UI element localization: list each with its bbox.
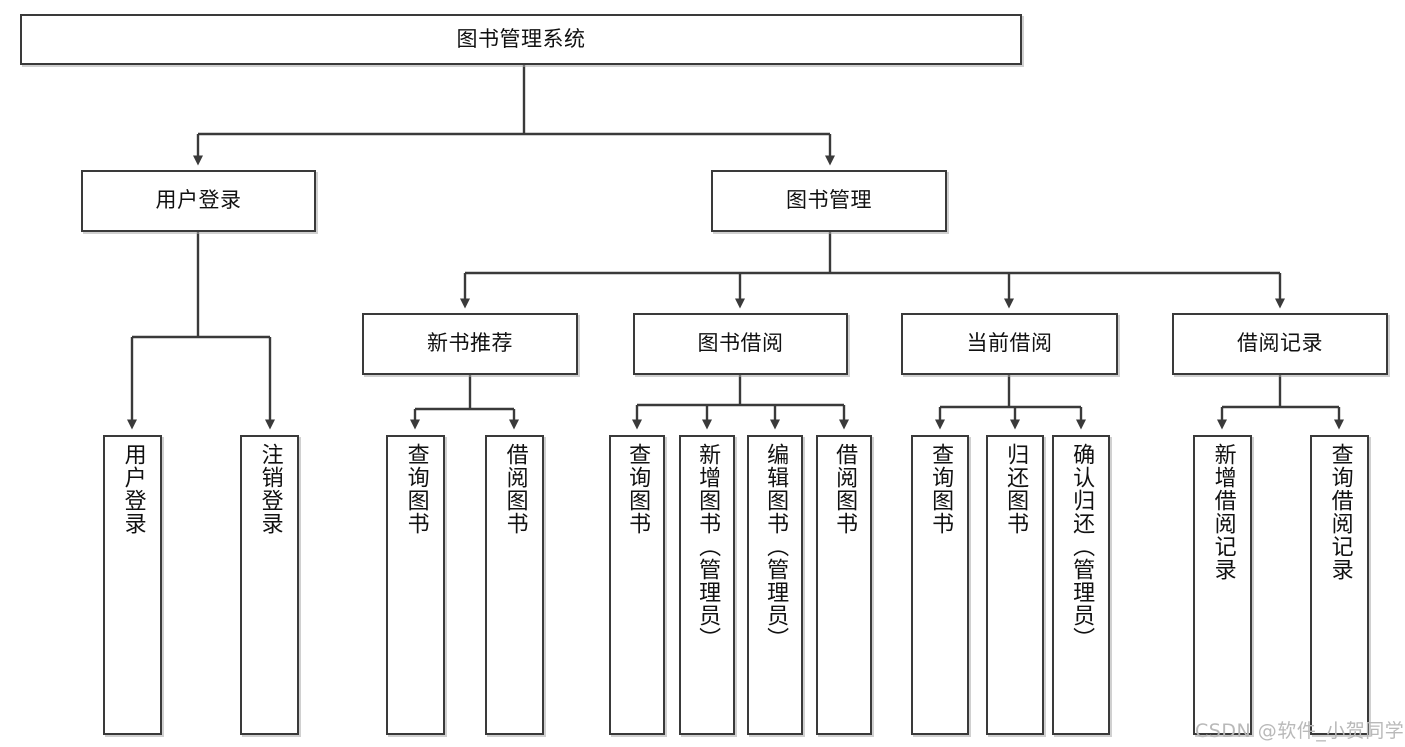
node-leaf-add-record-label: 新增借阅记录 (1210, 443, 1236, 581)
node-leaf-return-book-label: 归还图书 (1003, 443, 1029, 535)
node-leaf-query-record[interactable]: 查询借阅记录 (1310, 435, 1369, 735)
node-leaf-query-book-rec-label: 查询图书 (403, 443, 429, 535)
node-leaf-borrow-book-rec-label: 借阅图书 (502, 443, 528, 535)
node-leaf-user-logout[interactable]: 注销登录 (240, 435, 299, 735)
node-leaf-query-book-cur[interactable]: 查询图书 (911, 435, 969, 735)
node-root-label: 图书管理系统 (456, 26, 586, 51)
node-current-borrow[interactable]: 当前借阅 (901, 313, 1118, 375)
node-book-borrow[interactable]: 图书借阅 (633, 313, 848, 375)
node-borrow-record[interactable]: 借阅记录 (1172, 313, 1388, 375)
node-leaf-query-book-rec[interactable]: 查询图书 (386, 435, 445, 735)
node-book-borrow-label: 图书借阅 (697, 331, 784, 356)
node-leaf-edit-book-label: 编辑图书（管理员） (763, 443, 789, 650)
node-leaf-add-book-label: 新增图书（管理员） (695, 443, 721, 650)
node-leaf-add-record[interactable]: 新增借阅记录 (1193, 435, 1252, 735)
node-book-manage[interactable]: 图书管理 (711, 170, 947, 232)
node-leaf-query-book-borrow[interactable]: 查询图书 (609, 435, 665, 735)
csdn-watermark: CSDN @软件_小贺同学 (1195, 720, 1405, 742)
node-leaf-user-logout-label: 注销登录 (257, 443, 283, 535)
node-leaf-user-login-label: 用户登录 (120, 443, 146, 535)
node-current-borrow-label: 当前借阅 (966, 331, 1053, 356)
node-leaf-add-book[interactable]: 新增图书（管理员） (679, 435, 735, 735)
node-leaf-return-book[interactable]: 归还图书 (986, 435, 1044, 735)
node-leaf-query-book-borrow-label: 查询图书 (625, 443, 651, 535)
node-leaf-borrow-book-rec[interactable]: 借阅图书 (485, 435, 544, 735)
node-new-book-recommend[interactable]: 新书推荐 (362, 313, 578, 375)
node-leaf-borrow-book[interactable]: 借阅图书 (816, 435, 872, 735)
node-user-login[interactable]: 用户登录 (81, 170, 316, 232)
node-leaf-borrow-book-label: 借阅图书 (832, 443, 858, 535)
node-leaf-query-record-label: 查询借阅记录 (1327, 443, 1353, 581)
node-leaf-user-login[interactable]: 用户登录 (103, 435, 162, 735)
node-leaf-edit-book[interactable]: 编辑图书（管理员） (747, 435, 803, 735)
node-user-login-label: 用户登录 (155, 188, 242, 213)
node-leaf-query-book-cur-label: 查询图书 (928, 443, 954, 535)
node-book-manage-label: 图书管理 (786, 188, 872, 213)
node-leaf-confirm-return-label: 确认归还（管理员） (1069, 443, 1095, 650)
node-leaf-confirm-return[interactable]: 确认归还（管理员） (1052, 435, 1110, 735)
node-root[interactable]: 图书管理系统 (20, 14, 1022, 65)
node-borrow-record-label: 借阅记录 (1237, 331, 1323, 356)
node-new-book-recommend-label: 新书推荐 (427, 331, 513, 356)
